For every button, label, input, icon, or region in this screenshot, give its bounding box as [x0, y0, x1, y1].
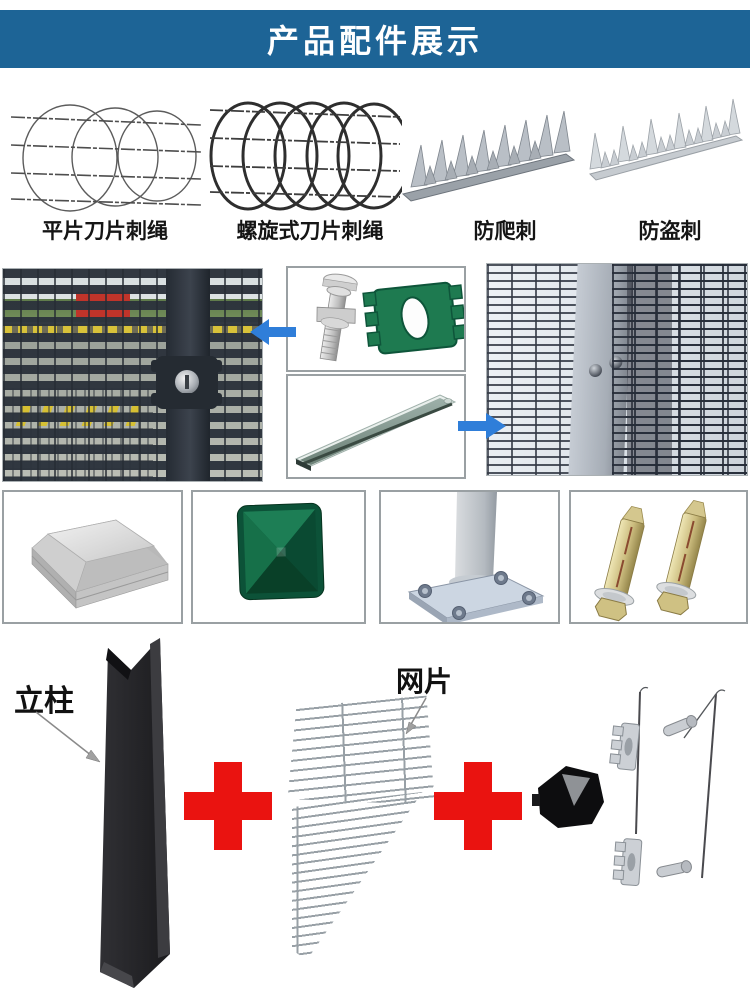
anti-climb-fence-clamp-photo: [2, 268, 263, 482]
green-pyramid-post-cap-icon: [236, 502, 325, 601]
pin: [663, 715, 698, 737]
pin: [656, 860, 692, 878]
bolt-and-clamp-box: [286, 266, 468, 372]
fence-wires: [3, 269, 262, 481]
arrow-right-icon: [458, 413, 506, 439]
flat-bar-box: [286, 374, 466, 479]
plus-sign: [184, 762, 272, 850]
mesh-front: [611, 264, 747, 475]
mesh-panel-bottom: [292, 792, 423, 960]
header-banner: 产品配件展示: [0, 10, 750, 68]
serrated-bracket: [612, 838, 643, 886]
page-title: 产品配件展示: [266, 23, 483, 59]
serrated-bracket: [609, 722, 641, 771]
product-label: 平片刀片刺绳: [42, 220, 168, 243]
anti-theft-spike-strip-icon: [589, 98, 744, 181]
clamp-bolt: [174, 370, 199, 395]
spiral-razor-wire-icon: [209, 101, 402, 211]
green-post-cap-box: [191, 490, 366, 624]
post-base-plate-box: [379, 490, 560, 625]
mesh-fence-post-photo: [486, 263, 748, 476]
mesh-label: 网片: [396, 666, 453, 697]
anchor-bolts-box: [569, 490, 748, 624]
anchor-bolt: [656, 499, 707, 616]
anti-climb-spike-strip-icon: [401, 110, 576, 202]
post-leader-arrow: [35, 711, 101, 763]
mesh-leader-arrow: [405, 697, 427, 735]
anchor-bolt: [594, 505, 645, 622]
post-label: 立柱: [14, 685, 74, 718]
security-bolt-and-green-clamp-icon: [316, 273, 468, 362]
post-base-plate-icon: [407, 492, 545, 625]
silver-post-cap-box: [2, 490, 183, 624]
product-label: 防爬刺: [473, 220, 537, 243]
plus-sign: [434, 762, 522, 850]
product-label: 螺旋式刀片刺绳: [236, 220, 384, 243]
security-clamp-icon: [532, 766, 604, 828]
product-label: 防盗刺: [638, 220, 702, 243]
fence-clamp: [151, 355, 223, 409]
steel-flat-bar-icon: [294, 394, 457, 471]
silver-post-cap-icon: [31, 519, 169, 609]
fastener-set-icon: [609, 686, 726, 886]
flat-razor-wire-icon: [10, 104, 202, 212]
post-bolt: [588, 364, 603, 377]
expansion-anchor-bolts-icon: [594, 499, 707, 622]
square-post-icon: [100, 638, 170, 988]
arrow-left-icon: [250, 319, 296, 345]
plate-bolts: [418, 571, 536, 620]
